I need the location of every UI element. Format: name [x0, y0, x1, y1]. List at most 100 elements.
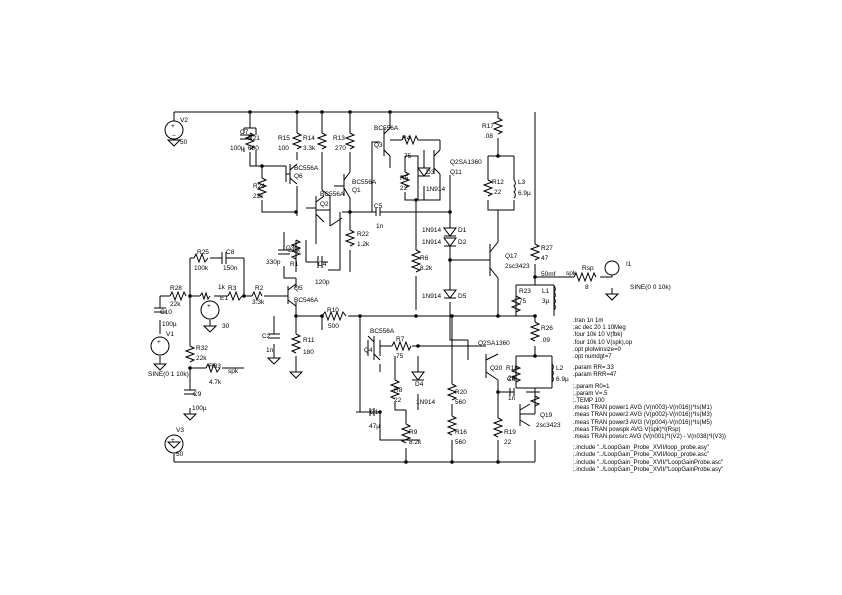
source-symbols: + − + + +: [150, 120, 620, 454]
label-e1-value: 30: [222, 323, 230, 330]
label-d3-name: D3: [426, 169, 435, 176]
label-r14-name: R14: [303, 135, 315, 142]
label-r28-name: R28: [170, 285, 182, 292]
spice-directive-line: .four 10k 10 V(fbk): [573, 332, 623, 339]
label-d3-value: 1N914: [426, 186, 446, 193]
label-r16-name: R16: [455, 429, 467, 436]
spice-directive-line: .param RRR=47: [573, 372, 617, 379]
label-v2-name: V2: [180, 117, 188, 124]
label-r24-value: 22k: [253, 193, 264, 200]
label-c7-name: C7: [240, 129, 249, 136]
label-q20-type: Q2SA1360: [478, 340, 510, 347]
spice-directive-line: .meas TRAN powsrc AVG (V(n001)*I(V2) - V…: [573, 434, 726, 441]
label-c6-name: C6: [507, 376, 516, 383]
label-d1-name: D1: [458, 227, 467, 234]
label-d1-value: 1N914: [422, 227, 442, 234]
label-c2-value: 1n: [266, 347, 274, 354]
label-c3-name: C3: [286, 245, 295, 252]
label-c7-value: 100µ: [230, 145, 245, 152]
label-d5-name: D5: [458, 293, 467, 300]
label-c4-name: C4: [318, 261, 327, 268]
label-q4-name: Q4: [364, 347, 373, 354]
label-l3-name: L3: [518, 179, 526, 186]
label-q3-name: Q3: [374, 142, 383, 149]
label-r4-name: R4: [402, 135, 411, 142]
label-r23-value: 75: [519, 298, 527, 305]
spice-directive-line: ;.include "../LoopGain_Probe_XVII/"LoopG…: [573, 466, 724, 473]
label-r13-name: R13: [333, 135, 345, 142]
capacitor-symbols: [154, 134, 515, 416]
spice-directive-line: .meas TRAN power1 AVG (V(n003)-V(n016))*…: [573, 405, 712, 412]
label-r21-value: 680: [248, 145, 259, 152]
junctions: [188, 110, 537, 464]
spice-directive-line: .param RR=.33: [573, 365, 614, 372]
spice-directive-line: ;.include "../LoopGain_Probe_XVII/loop_p…: [573, 452, 710, 459]
label-r27-name: R27: [541, 245, 553, 252]
label-c8-name: C8: [226, 249, 235, 256]
label-r32-name: R32: [196, 345, 208, 352]
label-v3-value: 50: [176, 451, 184, 458]
label-q5-type: BC546A: [294, 297, 319, 304]
label-q4-type: BC556A: [370, 328, 395, 335]
spice-directives: .tran 1n 1m;ac dec 20 1 10Meg.four 10k 1…: [573, 318, 726, 474]
label-r23-name: R23: [519, 288, 531, 295]
label-c3-value: 330p: [266, 259, 281, 266]
diode-symbols: [411, 167, 457, 381]
inductor-symbols: [513, 179, 556, 383]
label-r12-name: R12: [492, 179, 504, 186]
spice-directive-line: ;.param V=.5: [573, 390, 608, 397]
label-q6-name: Q6: [294, 173, 303, 180]
label-r7-value: 75: [396, 353, 404, 360]
label-r12-value: 22: [494, 189, 502, 196]
label-r2-value: 3.3k: [252, 299, 265, 306]
label-q2-type: BC556A: [320, 191, 345, 198]
label-r22-name: R22: [357, 231, 369, 238]
label-r7-name: R7: [396, 336, 405, 343]
label-c8-value: 150n: [223, 265, 238, 272]
label-q5-name: Q5: [294, 285, 303, 292]
label-q19-type: 2sc3423: [536, 422, 561, 429]
plus-sign-v2: +: [171, 123, 175, 130]
label-r26-value: .09: [541, 337, 550, 344]
label-i1-value: SINE(0 0 10k): [630, 284, 671, 291]
label-r10-name: R10: [327, 307, 339, 314]
label-r10-value: 500: [328, 323, 339, 330]
label-r1-value: 3.3k: [288, 247, 301, 254]
ground-symbols: [152, 139, 620, 449]
label-rsp-name: Rsp: [582, 265, 594, 272]
label-q19-name: Q19: [540, 412, 553, 419]
label-r5-value: 22: [400, 185, 408, 192]
label-r9-name: R9: [409, 429, 418, 436]
label-r8-name: R8: [394, 387, 403, 394]
label-r28-value: 22k: [170, 301, 181, 308]
label-r5-name: R5: [400, 175, 409, 182]
label-r16-value: 560: [455, 439, 466, 446]
label-l2-name: L2: [556, 365, 564, 372]
plus-sign-v3: +: [171, 437, 175, 444]
label-r6-value: 8.2k: [420, 265, 433, 272]
spice-directive-line: .tran 1n 1m: [573, 318, 604, 324]
label-r8-value: 22: [394, 397, 402, 404]
label-r17-value: .08: [484, 133, 493, 140]
label-r15-value: 100: [278, 145, 289, 152]
label-c6-value: 1n: [508, 395, 516, 402]
label-q1-name: Q1: [352, 187, 361, 194]
label-r4-value: 75: [404, 153, 412, 160]
label-r9-value: 8.2k: [409, 439, 422, 446]
label-r15-name: R15: [278, 135, 290, 142]
label-c5-name: C5: [374, 203, 383, 210]
transistor-symbols: [287, 127, 531, 427]
label-v3-name: V3: [176, 427, 184, 434]
label-r32-value: 22k: [196, 355, 207, 362]
label-d4-value: 1N914: [416, 399, 436, 406]
label-r33-name: R33: [209, 363, 221, 370]
label-r24-name: R24: [253, 183, 265, 190]
label-d2-value: 1N914: [422, 239, 442, 246]
label-r19-name: R19: [504, 429, 516, 436]
label-r26-name: R26: [541, 325, 553, 332]
label-e1-name: E1: [220, 295, 228, 302]
label-r14-value: 3.3k: [303, 145, 316, 152]
label-c1-name: C1: [370, 409, 379, 416]
label-r25-value: 100k: [194, 265, 209, 272]
